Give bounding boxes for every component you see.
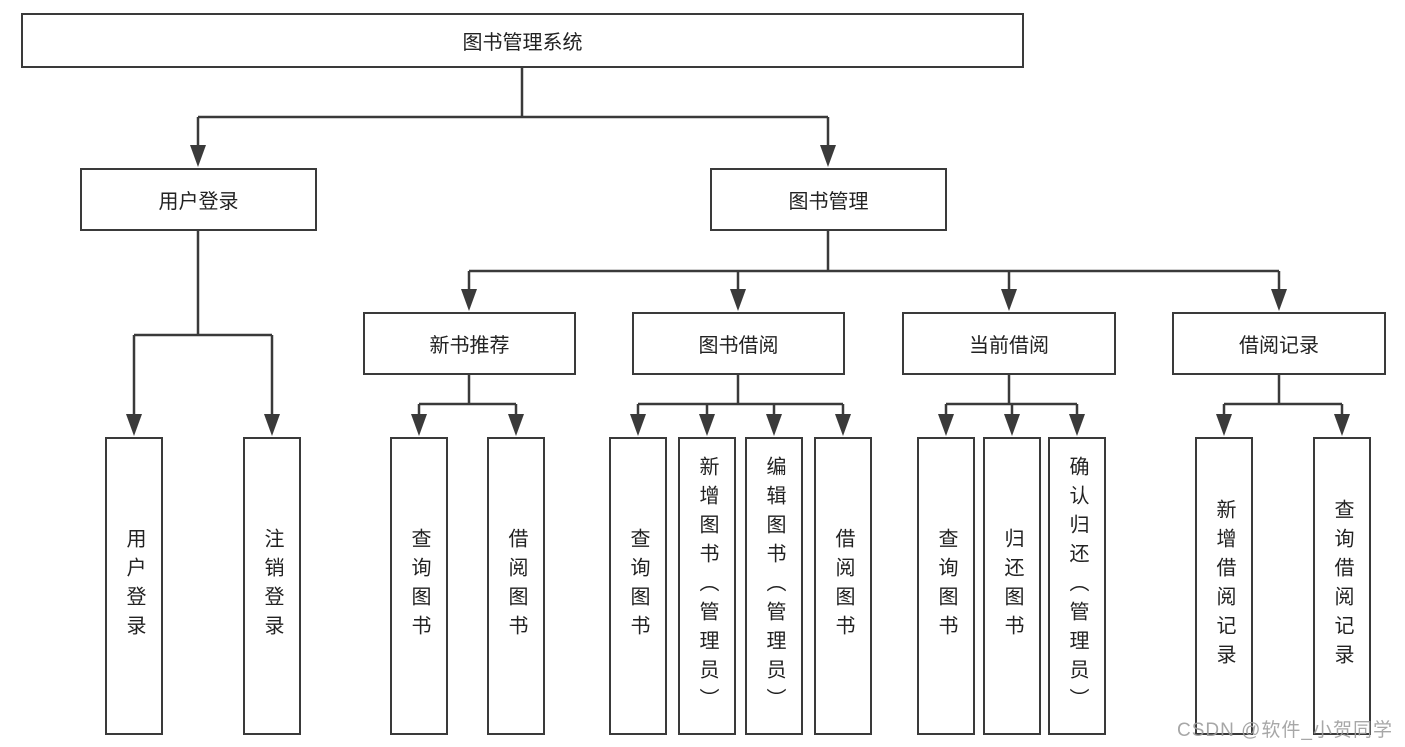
leaf-query-books-recommend: 查询图书 — [390, 437, 448, 735]
edges-user-login-to-leaves — [126, 231, 280, 436]
leaf-label: 新增图书（管理员） — [696, 455, 718, 717]
node-label: 图书管理 — [788, 191, 869, 213]
leaf-edit-book-admin: 编辑图书（管理员） — [745, 437, 803, 735]
edges-root-to-level2 — [190, 68, 836, 167]
leaf-label: 查询图书 — [627, 528, 649, 644]
leaf-add-borrow-record: 新增借阅记录 — [1195, 437, 1253, 735]
leaf-label: 新增借阅记录 — [1213, 499, 1235, 673]
leaf-add-book-admin: 新增图书（管理员） — [678, 437, 736, 735]
node-borrowing-records: 借阅记录 — [1172, 312, 1386, 375]
leaf-label: 用户登录 — [123, 528, 145, 644]
leaf-borrow-books-borrowing: 借阅图书 — [814, 437, 872, 735]
node-user-login: 用户登录 — [80, 168, 317, 231]
leaf-label: 归还图书 — [1001, 528, 1023, 644]
edges-book-borrowing-to-leaves — [630, 375, 851, 436]
edges-new-book-recommend-to-leaves — [411, 375, 524, 436]
leaf-borrow-books-recommend: 借阅图书 — [487, 437, 545, 735]
node-current-borrowing: 当前借阅 — [902, 312, 1116, 375]
leaf-query-books-borrowing: 查询图书 — [609, 437, 667, 735]
leaf-logout: 注销登录 — [243, 437, 301, 735]
leaf-label: 查询借阅记录 — [1331, 499, 1353, 673]
leaf-return-books: 归还图书 — [983, 437, 1041, 735]
node-book-management: 图书管理 — [710, 168, 947, 231]
edges-current-borrowing-to-leaves — [938, 375, 1085, 436]
node-label: 图书借阅 — [698, 335, 779, 357]
edges-borrowing-records-to-leaves — [1216, 375, 1350, 436]
leaf-label: 注销登录 — [261, 528, 283, 644]
node-root-system: 图书管理系统 — [21, 13, 1024, 68]
node-new-book-recommend: 新书推荐 — [363, 312, 576, 375]
edges-book-management-to-level3 — [461, 231, 1287, 311]
leaf-user-login: 用户登录 — [105, 437, 163, 735]
node-label: 用户登录 — [158, 191, 239, 213]
leaf-label: 查询图书 — [935, 528, 957, 644]
leaf-label: 确认归还（管理员） — [1066, 455, 1088, 717]
node-book-borrowing: 图书借阅 — [632, 312, 845, 375]
node-label: 当前借阅 — [969, 335, 1049, 357]
watermark: CSDN @软件_小贺同学 — [1177, 720, 1393, 741]
leaf-label: 借阅图书 — [832, 528, 854, 644]
node-label: 图书管理系统 — [462, 32, 583, 54]
leaf-query-books-current: 查询图书 — [917, 437, 975, 735]
leaf-label: 查询图书 — [408, 528, 430, 644]
leaf-confirm-return-admin: 确认归还（管理员） — [1048, 437, 1106, 735]
node-label: 借阅记录 — [1239, 335, 1319, 357]
leaf-label: 编辑图书（管理员） — [763, 455, 785, 717]
leaf-label: 借阅图书 — [505, 528, 527, 644]
leaf-query-borrow-record: 查询借阅记录 — [1313, 437, 1371, 735]
node-label: 新书推荐 — [429, 335, 510, 357]
